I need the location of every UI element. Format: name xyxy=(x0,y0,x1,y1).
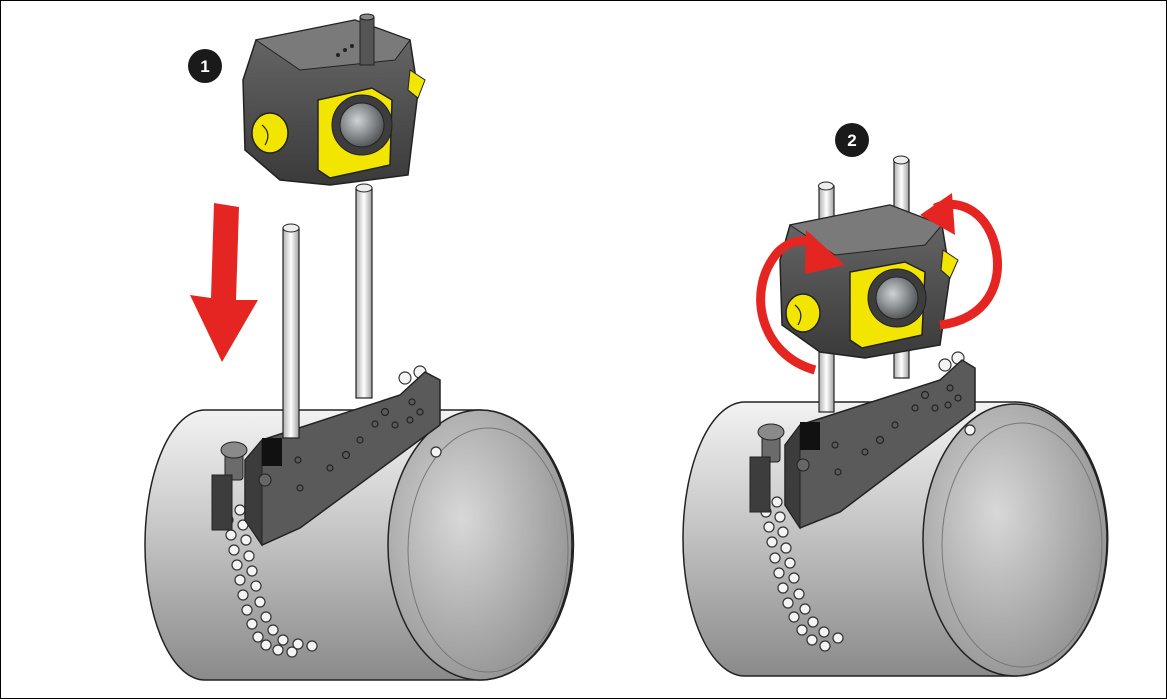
laser-device-2 xyxy=(779,204,959,359)
rotate-arrow-icon xyxy=(756,199,1003,375)
down-arrow-icon xyxy=(190,203,258,362)
assembly-step-2: 2 xyxy=(682,123,1109,677)
step-number-2: 2 xyxy=(847,131,856,150)
assembly-step-1: 1 xyxy=(144,13,575,681)
step-badge-1: 1 xyxy=(188,49,222,83)
support-rods xyxy=(282,183,373,439)
laser-device-1 xyxy=(242,13,426,186)
chain-bracket xyxy=(749,359,976,530)
knob-icon xyxy=(251,112,289,154)
chain-bracket xyxy=(211,371,441,547)
step-number-1: 1 xyxy=(200,57,209,76)
rotate-arrowheads xyxy=(805,193,955,274)
knob-icon xyxy=(785,293,821,333)
step-badge-2: 2 xyxy=(835,123,869,157)
